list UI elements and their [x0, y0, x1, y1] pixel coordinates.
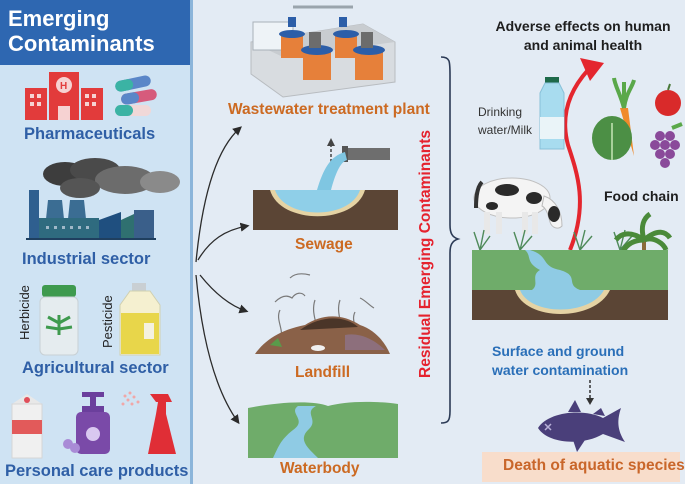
- lettuce-icon: [592, 116, 632, 160]
- dead-fish-icon: [538, 400, 625, 452]
- svg-text:H: H: [60, 81, 67, 92]
- arrow-to-landfill: [199, 274, 249, 314]
- bracket-icon: [440, 56, 461, 424]
- drinking-water-label: Drinking water/Milk: [478, 103, 532, 139]
- surface-water-label: Surface and ground water contamination: [492, 342, 628, 380]
- groundwater-landscape-icon: [472, 211, 673, 320]
- pesticide-label: Pesticide: [100, 295, 115, 348]
- cow-icon: [473, 177, 563, 234]
- pathway-label-waterbody: Waterbody: [280, 460, 360, 477]
- death-of-aquatic-species-box: [482, 452, 680, 482]
- death-of-aquatic-species-label: Death of aquatic species: [503, 457, 685, 474]
- pesticide-bottle-icon: [119, 283, 161, 356]
- grapes-icon: [650, 131, 680, 168]
- vegetables-icon: [592, 77, 683, 168]
- category-label-pharmaceuticals: Pharmaceuticals: [24, 125, 156, 143]
- spray-bottle-icon: [121, 391, 176, 454]
- sewage-pit-icon: [253, 138, 398, 230]
- flow-arrows: [195, 126, 250, 425]
- smoke-icon: [43, 158, 180, 198]
- dashed-arrow-down-icon: [586, 380, 594, 405]
- panel-header: Emerging Contaminants: [0, 0, 190, 65]
- soap-dispenser-icon: [63, 392, 110, 454]
- water-line-2: water contamination: [492, 362, 629, 378]
- pathway-label-landfill: Landfill: [295, 364, 351, 381]
- food-chain-label: Food chain: [604, 188, 679, 204]
- hospital-icon: H: [25, 72, 103, 120]
- adverse-effects-heading: Adverse effects on human and animal heal…: [478, 17, 685, 55]
- title-line-2: Contaminants: [8, 31, 155, 56]
- water-bottle-icon: [539, 77, 565, 150]
- red-arrow-icon: [563, 58, 604, 251]
- residual-contaminants-label: Residual Emerging Contaminants: [417, 129, 434, 378]
- arrow-to-waterbody: [195, 274, 240, 425]
- treatment-plant-icon: [250, 5, 396, 98]
- herbicide-label: Herbicide: [17, 285, 32, 340]
- water-line-1: Surface and ground: [492, 343, 625, 359]
- arrow-to-sewage: [197, 222, 250, 261]
- category-label-agricultural: Agricultural sector: [22, 359, 169, 377]
- factory-icon: [26, 190, 156, 240]
- arrow-to-treatment-plant: [195, 126, 242, 263]
- capsule-icon: [115, 75, 157, 116]
- pathway-label-treatment-plant: Wastewater treatment plant: [228, 101, 430, 118]
- herbicide-bottle-icon: [39, 285, 79, 356]
- drinking-line-2: water/Milk: [478, 123, 533, 137]
- landfill-icon: [255, 273, 390, 354]
- pathway-label-sewage: Sewage: [295, 236, 353, 253]
- adverse-line-1: Adverse effects on human: [495, 18, 671, 34]
- category-label-industrial: Industrial sector: [22, 250, 151, 268]
- adverse-line-2: and animal health: [523, 37, 643, 53]
- category-label-personal-care: Personal care products: [5, 462, 189, 480]
- apple-icon: [655, 83, 681, 116]
- river-icon: [248, 398, 398, 458]
- drinking-line-1: Drinking: [478, 105, 523, 119]
- milk-carton-icon: [11, 394, 43, 459]
- title-line-1: Emerging: [8, 6, 110, 31]
